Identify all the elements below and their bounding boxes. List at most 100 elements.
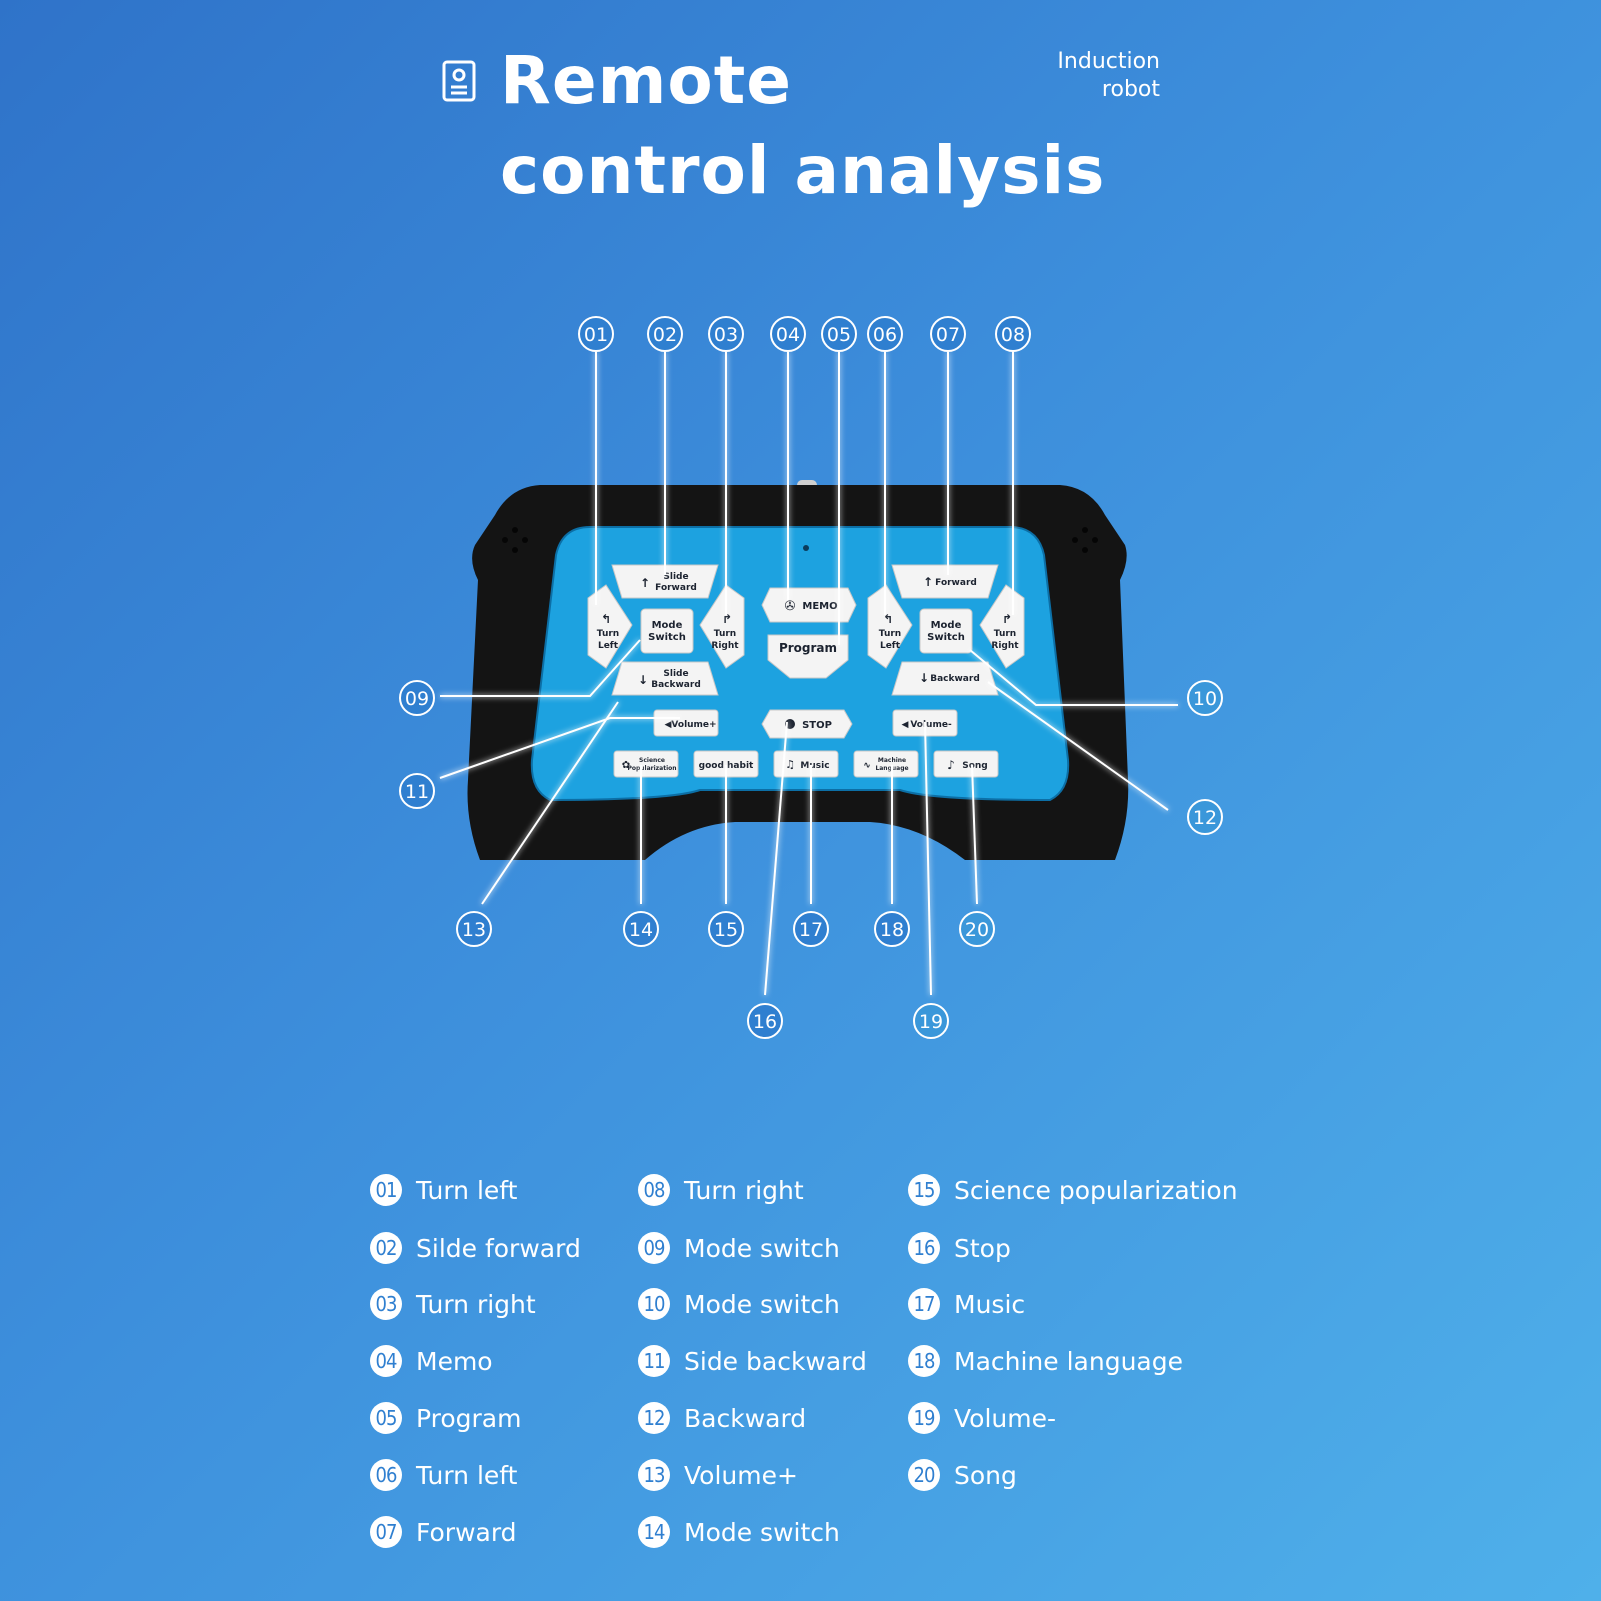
svg-text:20: 20 [965,919,989,941]
callout-07: 07 [930,316,966,352]
callout-06: 06 [867,316,903,352]
legend-label: Forward [416,1517,517,1547]
gear-icon: ✿ [622,760,630,771]
guitar-icon: ♫ [785,758,795,771]
turn-right-icon: ↱ [722,612,732,626]
button-label: Right [711,641,739,651]
svg-text:12: 12 [1193,807,1217,829]
legend-number: 08 [638,1174,670,1206]
leader-line-16 [764,721,788,996]
button-song[interactable]: ♪ Song [933,750,999,778]
svg-text:01: 01 [584,324,608,346]
leader-line-20 [971,764,978,905]
callout-01: 01 [578,316,614,352]
button-label: Forward [655,583,697,593]
button-right-turn-left[interactable]: ↰ Turn Left [867,584,913,669]
indicator-led [803,545,809,551]
button-forward[interactable]: ↑ Forward [891,564,999,599]
button-science-popularization[interactable]: ✿ Science Popularization [613,750,679,778]
button-label: Program [779,641,837,655]
callout-15: 15 [708,911,744,947]
button-music[interactable]: ♫ Music [773,750,839,778]
svg-text:19: 19 [919,1011,943,1033]
svg-text:15: 15 [714,919,738,941]
button-backward[interactable]: ↓ Backward [891,661,999,696]
legend-number: 19 [908,1402,940,1434]
button-memo[interactable]: ✇ MEMO [761,587,857,623]
legend-number: 11 [638,1345,670,1377]
leader-line-11 [439,717,680,779]
speaker-holes-left [502,527,528,553]
legend-item: 17 Music [908,1288,1025,1320]
waveform-icon: ∿ [863,761,871,771]
legend-label: Music [954,1289,1026,1319]
callout-04: 04 [770,316,806,352]
svg-text:06: 06 [873,324,897,346]
button-program[interactable]: Program [767,634,849,679]
legend-number: 10 [638,1288,670,1320]
svg-text:18: 18 [880,919,904,941]
svg-text:10: 10 [1193,688,1217,710]
callout-05: 05 [821,316,857,352]
legend-number: 12 [638,1402,670,1434]
button-label: STOP [802,720,832,731]
svg-text:11: 11 [405,781,429,803]
callout-20: 20 [959,911,995,947]
legend-number: 16 [908,1232,940,1264]
legend-label: Backward [684,1403,807,1433]
leader-line-19 [924,721,932,996]
button-label: Slide [663,572,688,582]
legend-number: 20 [908,1459,940,1491]
button-volume-plus[interactable]: ◀ Volume+ [653,709,719,737]
legend-number: 04 [370,1345,402,1377]
button-label: Popularization [627,765,676,772]
button-slide-backward[interactable]: ↓ Slide Backward [611,661,719,696]
callout-16: 16 [747,1003,783,1039]
subtitle: Induction robot [1057,48,1160,104]
svg-text:02: 02 [653,324,677,346]
button-label: Turn [879,629,901,639]
button-left-turn-right[interactable]: ↱ Turn Right [699,584,745,669]
arrow-up-icon: ↑ [640,576,650,590]
button-stop[interactable]: STOP [761,709,853,739]
button-right-mode-switch[interactable]: Mode Switch [919,608,973,654]
turn-right-icon: ↱ [1002,612,1012,626]
button-left-mode-switch[interactable]: Mode Switch [640,608,694,654]
title-line-2: control analysis [500,132,1106,209]
button-slide-forward[interactable]: Slide Forward ↑ [611,564,719,599]
button-label: Song [962,761,988,771]
button-left-turn-left[interactable]: ↰ Turn Left [587,584,633,669]
legend-label: Turn right [684,1175,804,1205]
svg-text:03: 03 [714,324,738,346]
turn-left-icon: ↰ [601,612,611,626]
svg-text:14: 14 [629,919,653,941]
svg-text:13: 13 [462,919,486,941]
legend-label: Turn left [416,1175,518,1205]
legend-label: Program [416,1403,522,1433]
button-label: Backward [930,674,980,684]
svg-text:08: 08 [1001,324,1025,346]
legend-number: 05 [370,1402,402,1434]
button-label: Switch [648,632,686,643]
button-machine-language[interactable]: ∿ Machine Language [853,750,919,778]
button-label: Right [991,641,1019,651]
subtitle-line-2: robot [1101,77,1160,102]
button-label: MEMO [802,601,837,612]
callout-19: 19 [913,1003,949,1039]
callout-11: 11 [399,773,435,809]
legend-label: Science popularization [954,1175,1238,1205]
button-label: Volume+ [671,720,716,730]
legend-label: Silde forward [416,1233,581,1263]
legend-number: 17 [908,1288,940,1320]
svg-text:09: 09 [405,688,429,710]
legend-item: 12 Backward [638,1402,806,1434]
speaker-icon: ◀ [665,720,672,730]
